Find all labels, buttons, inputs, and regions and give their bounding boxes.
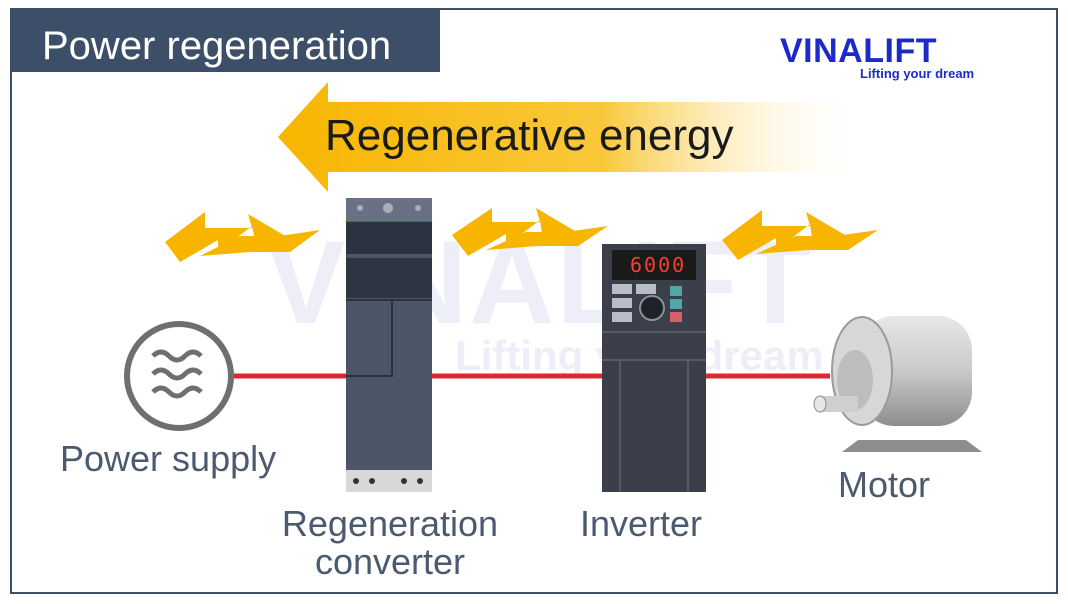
regeneration-converter-label-line1: Regeneration (281, 503, 499, 544)
brand-name: VINALIFT (780, 32, 937, 70)
regeneration-converter-label-line2: converter (314, 541, 466, 582)
title-bar: Power regeneration (10, 8, 440, 72)
page-title: Power regeneration (42, 24, 392, 68)
brand-logo: VINALIFT Lifting your dream (780, 32, 990, 81)
inverter-display: 6000 (630, 253, 687, 277)
motor-icon (813, 316, 982, 452)
lightning-bolt-1 (165, 212, 320, 262)
regenerative-energy-label: Regenerative energy (325, 111, 734, 160)
power-supply-icon (124, 321, 234, 431)
motor-label: Motor (838, 464, 931, 505)
regenerative-energy-arrow (278, 82, 870, 192)
lightning-bolt-3 (722, 210, 878, 260)
regeneration-converter-device (346, 198, 432, 492)
inverter-device (602, 244, 706, 492)
lightning-bolt-2 (452, 208, 608, 256)
regeneration-converter-label: Regeneration converter (270, 505, 510, 581)
power-supply-label: Power supply (60, 438, 277, 479)
inverter-label: Inverter (580, 503, 703, 544)
brand-tagline: Lifting your dream (860, 66, 975, 81)
